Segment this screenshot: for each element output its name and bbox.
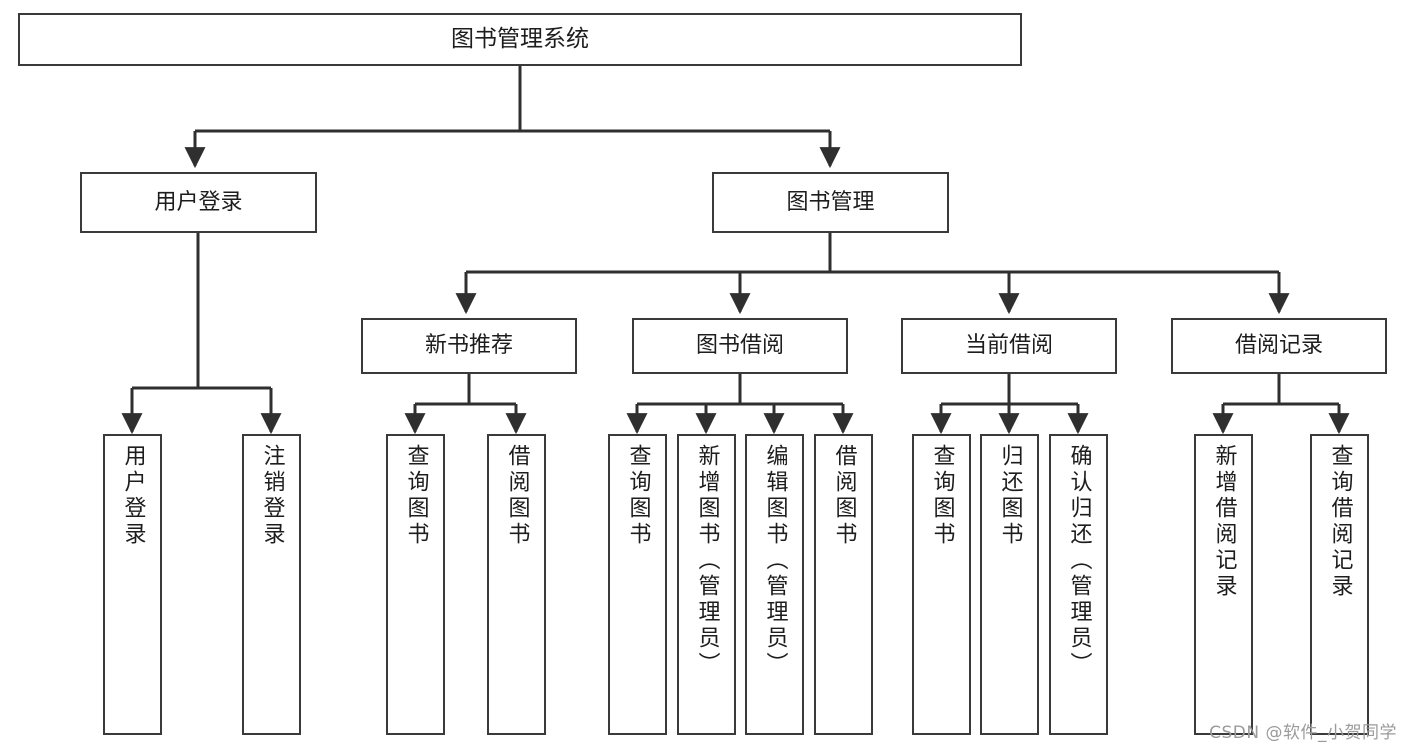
leaf-book-borrow-edit[interactable]: 编辑图书（管理员）	[745, 434, 804, 735]
leaf-book-borrow-query[interactable]: 查询图书	[608, 434, 667, 735]
node-label: 借阅记录	[1234, 333, 1323, 359]
leaf-new-books-borrow[interactable]: 借阅图书	[487, 434, 546, 735]
node-label: 查询借阅记录	[1327, 444, 1353, 600]
node-label: 用户登录	[154, 189, 243, 215]
node-book-management[interactable]: 图书管理	[712, 172, 949, 233]
leaf-borrow-records-query[interactable]: 查询借阅记录	[1310, 434, 1369, 735]
leaf-current-borrow-confirm-return[interactable]: 确认归还（管理员）	[1049, 434, 1108, 735]
node-label: 确认归还（管理员）	[1066, 444, 1092, 678]
leaf-user-login-logout[interactable]: 注销登录	[242, 434, 301, 735]
node-label: 查询图书	[929, 444, 955, 548]
node-book-borrow[interactable]: 图书借阅	[632, 318, 848, 374]
node-label: 借阅图书	[504, 444, 530, 548]
node-label: 编辑图书（管理员）	[762, 444, 788, 678]
leaf-current-borrow-query[interactable]: 查询图书	[912, 434, 971, 735]
node-label: 图书借阅	[695, 333, 784, 359]
node-label: 图书管理	[786, 189, 875, 215]
node-user-login[interactable]: 用户登录	[80, 172, 317, 233]
node-label: 用户登录	[120, 444, 146, 548]
node-new-book-recommend[interactable]: 新书推荐	[361, 318, 577, 374]
leaf-book-borrow-borrow[interactable]: 借阅图书	[814, 434, 873, 735]
node-root-system[interactable]: 图书管理系统	[18, 13, 1022, 66]
node-label: 查询图书	[403, 444, 429, 548]
leaf-book-borrow-add[interactable]: 新增图书（管理员）	[677, 434, 736, 735]
leaf-borrow-records-add[interactable]: 新增借阅记录	[1194, 434, 1253, 735]
node-label: 图书管理系统	[451, 25, 589, 52]
node-borrow-records[interactable]: 借阅记录	[1171, 318, 1387, 374]
node-label: 注销登录	[259, 444, 285, 548]
node-label: 借阅图书	[831, 444, 857, 548]
node-label: 新书推荐	[424, 333, 513, 359]
leaf-new-books-query[interactable]: 查询图书	[386, 434, 445, 735]
watermark-text: CSDN @软件_小贺同学	[1209, 723, 1397, 743]
node-label: 新增借阅记录	[1211, 444, 1237, 600]
leaf-user-login-login[interactable]: 用户登录	[103, 434, 162, 735]
node-current-borrow[interactable]: 当前借阅	[901, 318, 1117, 374]
node-label: 归还图书	[997, 444, 1023, 548]
node-label: 新增图书（管理员）	[694, 444, 720, 678]
node-label: 查询图书	[625, 444, 651, 548]
node-label: 当前借阅	[964, 333, 1053, 359]
leaf-current-borrow-return[interactable]: 归还图书	[980, 434, 1039, 735]
